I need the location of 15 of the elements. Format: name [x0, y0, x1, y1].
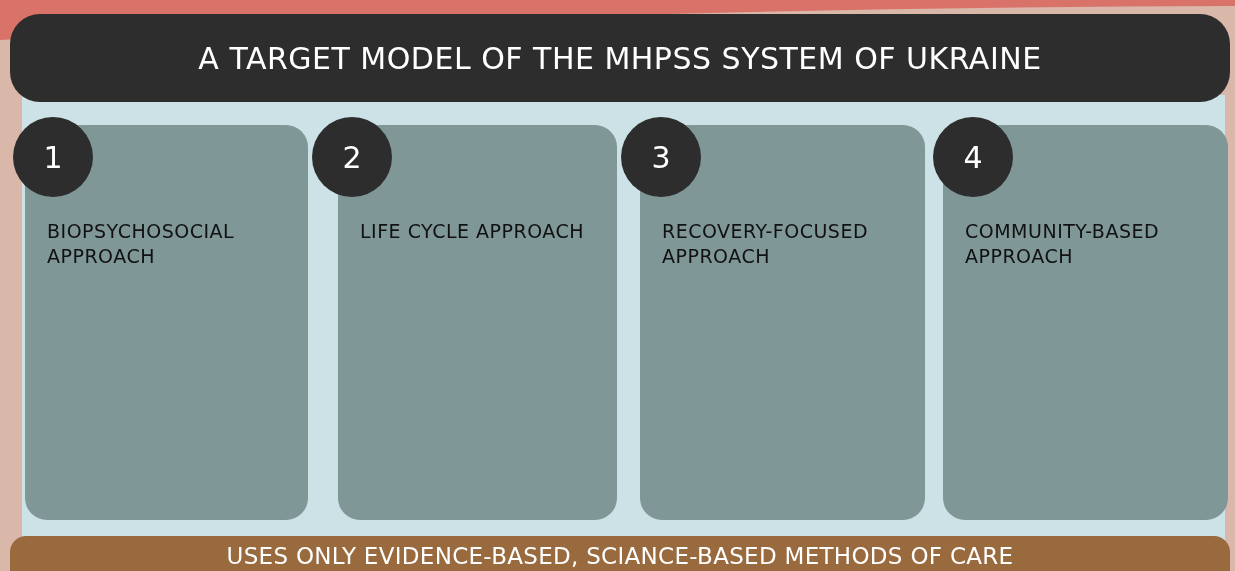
title-banner: A TARGET MODEL OF THE MHPSS SYSTEM OF UKRAINE [10, 14, 1230, 102]
step-number: 2 [342, 139, 362, 175]
footer-banner [10, 536, 1230, 571]
approach-label: BIOPSYCHOSOCIAL APPROACH [47, 219, 236, 269]
step-number: 1 [43, 139, 63, 175]
approach-card [943, 125, 1228, 520]
approach-card [338, 125, 617, 520]
approach-label: LIFE CYCLE APPROACH [360, 219, 585, 244]
approach-label: RECOVERY-FOCUSED APPROACH [662, 219, 870, 269]
approach-card [25, 125, 308, 520]
step-number: 3 [651, 139, 671, 175]
footer-text: USES ONLY EVIDENCE-BASED, SCIANCE-BASED METHODS OF CARE [226, 543, 1014, 569]
step-number: 4 [963, 139, 983, 175]
approach-card [640, 125, 925, 520]
approach-label: COMMUNITY-BASED APPROACH [965, 219, 1161, 269]
